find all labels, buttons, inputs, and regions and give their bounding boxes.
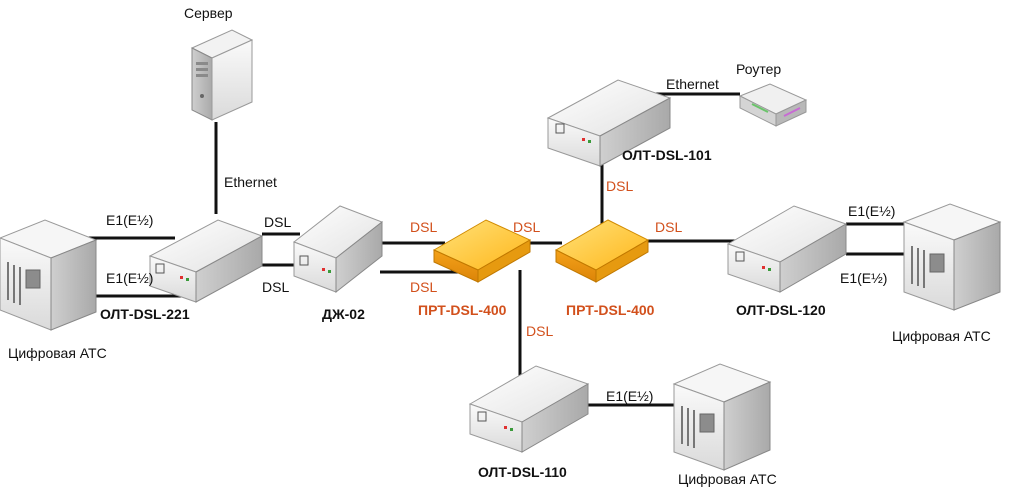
olt101-label: ОЛТ-DSL-101	[622, 147, 712, 163]
dsl-prt-olt101-label: DSL	[606, 178, 634, 194]
olt110-label: ОЛТ-DSL-110	[478, 464, 567, 480]
e1-right-bottom-label: E1(E½)	[840, 270, 888, 286]
router-label: Роутер	[736, 61, 782, 77]
olt221-device-icon	[148, 219, 264, 303]
e1-bottom-label: E1(E½)	[606, 388, 654, 404]
e1-left-top-label: E1(E½)	[106, 212, 154, 228]
prt2-repeater-icon	[554, 219, 650, 283]
server-icon	[190, 29, 254, 121]
pbx-bottom-icon	[672, 363, 772, 471]
eth-server-label: Ethernet	[224, 174, 277, 190]
pbx-right-label: Цифровая АТС	[892, 328, 991, 344]
dsl-dzh-prt-top-label: DSL	[410, 219, 438, 235]
router-icon	[738, 83, 808, 127]
olt101-device-icon	[546, 79, 672, 167]
olt110-device-icon	[468, 365, 590, 453]
pbx-left-label: Цифровая АТС	[8, 345, 107, 361]
dsl-prt-olt110-label: DSL	[526, 323, 554, 339]
dsl-olt221-bottom-label: DSL	[262, 279, 290, 295]
prt2-label: ПРТ-DSL-400	[566, 302, 655, 318]
olt120-device-icon	[726, 205, 848, 293]
e1-right-top-label: E1(E½)	[848, 203, 896, 219]
dzh02-device-icon	[292, 205, 384, 294]
olt120-label: ОЛТ-DSL-120	[736, 302, 826, 318]
prt1-label: ПРТ-DSL-400	[418, 302, 507, 318]
e1-left-bottom-label: E1(E½)	[106, 270, 154, 286]
dsl-dzh-prt-bottom-label: DSL	[410, 279, 438, 295]
olt221-label: ОЛТ-DSL-221	[100, 306, 190, 322]
pbx-right-icon	[902, 203, 1002, 311]
eth-router-label: Ethernet	[666, 76, 719, 92]
dsl-prt-olt120-label: DSL	[655, 219, 683, 235]
pbx-left-icon	[0, 219, 98, 331]
server-label: Сервер	[184, 5, 233, 21]
prt1-repeater-icon	[432, 219, 532, 283]
dsl-prt-prt-label: DSL	[513, 219, 541, 235]
pbx-bottom-label: Цифровая АТС	[678, 471, 777, 487]
dsl-olt221-top-label: DSL	[264, 214, 292, 230]
dzh02-label: ДЖ-02	[322, 306, 365, 322]
